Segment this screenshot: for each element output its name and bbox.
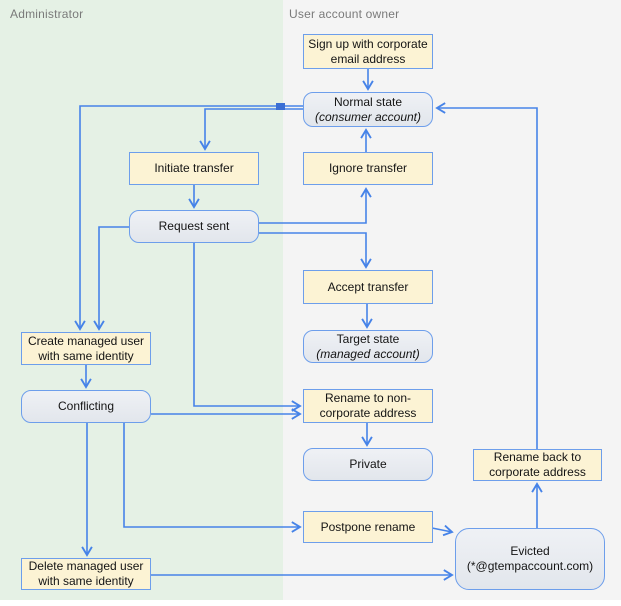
edge-request-to-rename-non [193, 243, 302, 412]
node-label: with same identity [38, 574, 134, 588]
node-normal-state: Normal state (consumer account) [303, 92, 433, 127]
node-label: email address [330, 51, 406, 66]
node-label: Rename back to [493, 450, 582, 464]
node-accept-transfer: Accept transfer [303, 270, 433, 304]
node-label: Accept transfer [327, 279, 409, 294]
node-label: corporate address [319, 406, 417, 420]
node-label: Postpone rename [320, 519, 416, 534]
node-rename-back-to-corporate: Rename back to corporate address [473, 449, 602, 481]
node-label: Conflicting [57, 399, 115, 413]
edge-rename-back-to-normal [435, 102, 538, 449]
lane-title-user-account-owner: User account owner [289, 7, 400, 21]
edge-conflicting-to-postpone [123, 423, 302, 533]
node-label: Request sent [158, 219, 230, 233]
node-postpone-rename: Postpone rename [303, 511, 433, 543]
node-target-state: Target state (managed account) [303, 330, 433, 363]
node-rename-to-non-corporate: Rename to non- corporate address [303, 389, 433, 423]
lane-title-administrator: Administrator [10, 7, 84, 21]
node-request-sent: Request sent [129, 210, 259, 243]
node-private: Private [303, 448, 433, 481]
node-label: Target state [336, 331, 400, 346]
node-evicted: Evicted (*@gtempaccount.com) [455, 528, 605, 590]
node-label: Delete managed user [28, 559, 144, 573]
edge-normal-to-initiate [199, 108, 303, 151]
node-label: Ignore transfer [328, 161, 408, 175]
node-sublabel: (consumer account) [314, 109, 422, 124]
node-delete-managed-user: Delete managed user with same identity [21, 558, 151, 590]
node-label: Sign up with corporate [308, 36, 428, 51]
node-label: Initiate transfer [154, 161, 234, 175]
node-label: Evicted [510, 544, 550, 558]
node-label: Normal state [333, 94, 403, 109]
edge-request-to-create [93, 226, 129, 331]
node-ignore-transfer: Ignore transfer [303, 152, 433, 185]
lane-administrator [0, 0, 283, 600]
node-label: Create managed user [27, 333, 145, 348]
edge-junction-marker [276, 103, 285, 110]
node-sign-up-with-corporate-email: Sign up with corporate email address [303, 34, 433, 69]
node-initiate-transfer: Initiate transfer [129, 152, 259, 185]
node-label: corporate address [489, 465, 586, 479]
node-create-managed-user: Create managed user with same identity [21, 332, 151, 365]
node-label: Rename to non- [324, 391, 412, 405]
node-label: Private [349, 457, 387, 471]
node-label: with same identity [38, 348, 134, 363]
edge-request-to-ignore [259, 187, 372, 224]
edge-normal-to-create [74, 105, 303, 331]
node-sublabel: (*@gtempaccount.com) [466, 559, 594, 573]
node-conflicting: Conflicting [21, 390, 151, 423]
edge-postpone-to-evicted [431, 524, 454, 537]
edge-request-to-accept [259, 232, 372, 269]
node-sublabel: (managed account) [316, 346, 420, 361]
